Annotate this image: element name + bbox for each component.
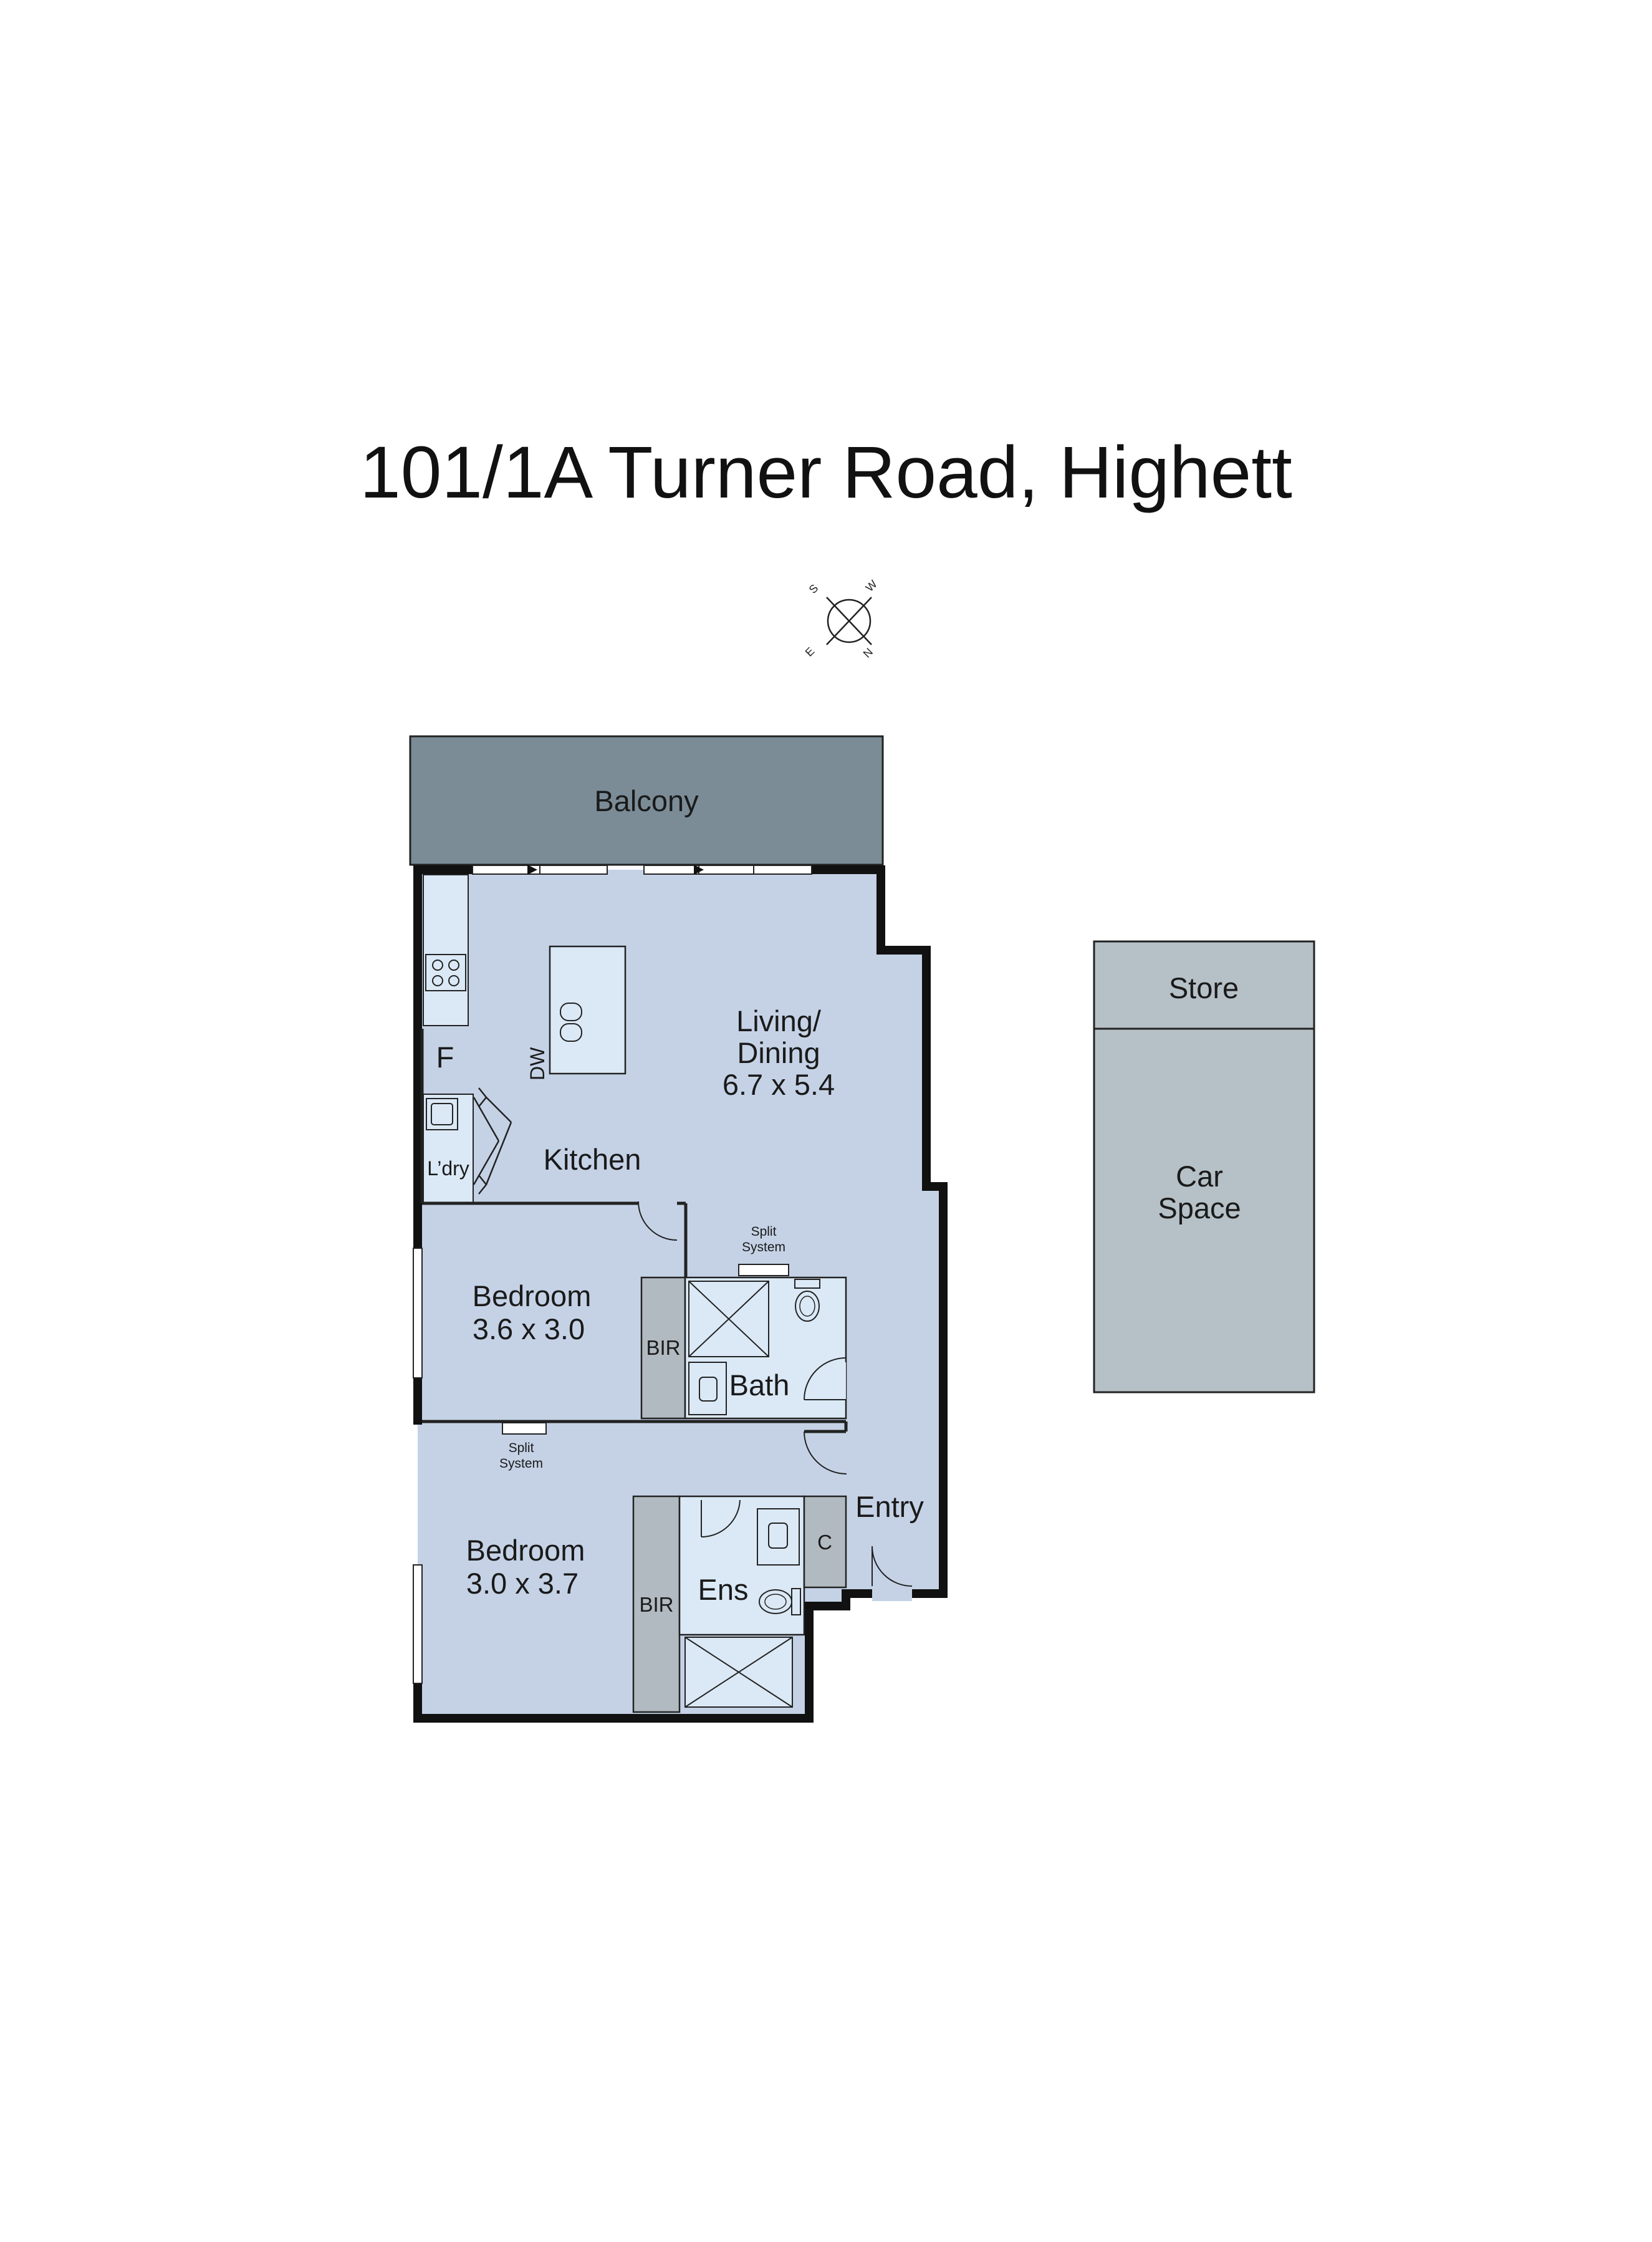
split-system1-unit (738, 1264, 789, 1276)
bedroom1-door-swing (638, 1201, 678, 1241)
exterior-walls (413, 865, 948, 1723)
cupboard-label: C (817, 1531, 832, 1554)
cupboard-area (803, 1495, 847, 1589)
store-label: Store (1169, 971, 1239, 1004)
store-area (1093, 940, 1315, 1030)
ensuite-shower-icon (684, 1637, 793, 1708)
compass-east-label: E (803, 645, 817, 659)
fridge-label: F (436, 1041, 454, 1074)
kitchen-bench (423, 874, 469, 1026)
balcony-label: Balcony (594, 784, 699, 817)
bathroom-label: Bath (729, 1369, 790, 1402)
bedroom1-dimensions: 3.6 x 3.0 (473, 1312, 585, 1345)
split-system1-line2: System (742, 1240, 785, 1254)
compass-south-label: S (807, 582, 821, 596)
slider-arrow-icons (527, 865, 704, 875)
vanity-basin-icon (688, 1362, 727, 1415)
interior-walls (420, 1029, 848, 1433)
window-frames (413, 865, 812, 1684)
bir1-label: BIR (646, 1336, 680, 1359)
plan-title: 101/1A Turner Road, Highett (360, 431, 1292, 514)
living-dimensions: 6.7 x 5.4 (723, 1068, 835, 1101)
compass-north-label: N (861, 645, 875, 660)
car-space-label-line2: Space (1158, 1191, 1241, 1224)
entry-threshold (872, 1594, 912, 1601)
ensuite-door-swing (701, 1499, 741, 1538)
entry-door-swing (872, 1546, 913, 1587)
dishwasher-label: DW (526, 1047, 549, 1080)
kitchen-label: Kitchen (544, 1143, 641, 1176)
bedroom1-label: Bedroom (473, 1279, 592, 1312)
bath-door-swing (804, 1357, 847, 1400)
bedroom2-dimensions: 3.0 x 3.7 (466, 1567, 579, 1600)
balcony-area (409, 735, 884, 866)
ensuite-toilet-icon (759, 1588, 801, 1615)
ensuite-basin-icon (757, 1508, 800, 1566)
bifold-door-icon (473, 1087, 512, 1195)
living-label-line1: Living/ (736, 1004, 822, 1037)
split-system2-unit (502, 1422, 547, 1435)
living-label-line2: Dining (737, 1036, 820, 1069)
split-system1-line1: Split (751, 1224, 777, 1239)
compass-west-label: W (863, 578, 880, 594)
sink-icon (560, 1003, 582, 1042)
car-space-label-line1: Car (1176, 1160, 1223, 1193)
toilet-icon (794, 1279, 820, 1322)
car-space-area (1093, 1027, 1315, 1393)
entry-label: Entry (855, 1490, 924, 1523)
split-system2-line1: Split (509, 1441, 534, 1455)
bedroom2-door-swing (804, 1431, 847, 1475)
compass-icon: S W E N (803, 578, 880, 660)
laundry-label: L’dry (427, 1157, 469, 1180)
ensuite-label: Ens (698, 1573, 749, 1606)
shower-icon (688, 1281, 769, 1357)
bir1-robe (640, 1276, 686, 1420)
bir2-label: BIR (639, 1593, 673, 1616)
split-system2-line2: System (499, 1456, 543, 1471)
cooktop-icon (425, 954, 466, 991)
bedroom2-label: Bedroom (466, 1534, 585, 1567)
